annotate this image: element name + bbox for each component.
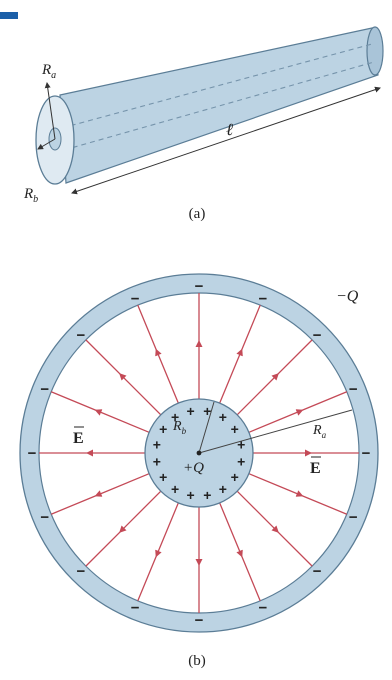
plus-charge: + xyxy=(231,469,239,485)
caption-b: (b) xyxy=(188,653,206,669)
field-label-right: E xyxy=(310,460,321,477)
field-line-inner-12 xyxy=(155,348,179,404)
field-line-inner-3 xyxy=(236,490,279,533)
plus-charge: + xyxy=(237,453,245,469)
field-line-outer-8 xyxy=(50,494,98,515)
minus-charge: − xyxy=(77,563,86,580)
minus-charge: − xyxy=(195,278,204,295)
field-line-inner-16 xyxy=(248,409,304,433)
inner-charge-label: +Q xyxy=(183,460,204,476)
minus-charge: − xyxy=(349,381,358,398)
field-line-outer-10 xyxy=(50,391,98,412)
minus-charge: − xyxy=(195,612,204,629)
length-label: ℓ xyxy=(226,120,233,139)
plus-charge: + xyxy=(187,403,195,419)
caption-a: (a) xyxy=(189,206,206,222)
plus-charge: + xyxy=(203,403,211,419)
field-line-outer-16 xyxy=(300,391,348,412)
minus-charge: − xyxy=(28,445,37,462)
plus-charge: + xyxy=(237,437,245,453)
part-b-outer-radius-label: Ra xyxy=(312,423,327,440)
length-dimension xyxy=(71,86,381,195)
field-line-outer-14 xyxy=(240,304,261,352)
minus-charge: − xyxy=(362,445,371,462)
minus-charge: − xyxy=(40,509,49,526)
minus-charge: − xyxy=(259,291,268,308)
center-dot xyxy=(196,450,202,456)
field-line-outer-7 xyxy=(85,530,122,567)
field-line-inner-7 xyxy=(119,490,162,533)
field-line-inner-8 xyxy=(94,473,150,497)
field-line-outer-3 xyxy=(276,530,313,567)
field-line-outer-11 xyxy=(85,339,122,376)
part-b-inner-radius-label: Rb xyxy=(172,419,187,436)
minus-charge: − xyxy=(259,599,268,616)
field-label-left: E xyxy=(73,430,84,447)
minus-charge: − xyxy=(77,327,86,344)
plus-charge: + xyxy=(171,481,179,497)
field-line-inner-11 xyxy=(119,373,162,416)
cylinder-far-end xyxy=(366,26,384,76)
part-a-outer-radius-label: Rb xyxy=(23,186,38,205)
plus-charge: + xyxy=(187,487,195,503)
outer-radius-arrow xyxy=(37,138,56,150)
field-line-outer-15 xyxy=(276,339,313,376)
part-a-inner-radius-label: Ra xyxy=(41,62,56,81)
cross-section-diagram: ++++++++++++++++ −−−−−−−−−−−−−−−− Rb Ra … xyxy=(19,273,379,669)
minus-charge: − xyxy=(349,509,358,526)
outer-charges: − − − − − − − − − − − − − − − − xyxy=(28,278,371,629)
outer-radius-line xyxy=(198,409,353,454)
plus-charge: + xyxy=(219,409,227,425)
cylinder-body xyxy=(59,27,379,184)
field-line-inner-2 xyxy=(248,473,304,497)
inner-radius-arrow xyxy=(44,82,56,140)
field-line-inner-6 xyxy=(155,502,179,558)
plus-charge: + xyxy=(203,487,211,503)
minus-charge: − xyxy=(131,291,140,308)
plus-charge: + xyxy=(231,421,239,437)
plus-charge: + xyxy=(159,421,167,437)
minus-charge: − xyxy=(40,381,49,398)
plus-charge: + xyxy=(153,437,161,453)
inner-radius-line xyxy=(198,401,215,454)
plus-charge: + xyxy=(171,409,179,425)
field-line-inner-14 xyxy=(219,348,243,404)
plus-charge: + xyxy=(159,469,167,485)
field-line-outer-12 xyxy=(137,304,158,352)
plus-charge: + xyxy=(153,453,161,469)
cylinder-diagram: Ra Rb ℓ (a) xyxy=(23,26,384,222)
plus-charge: + xyxy=(219,481,227,497)
field-line-inner-4 xyxy=(219,502,243,558)
field-line-inner-10 xyxy=(94,409,150,433)
field-line-outer-4 xyxy=(240,554,261,602)
inner-charges: ++++++++++++++++ xyxy=(153,403,246,503)
field-lines xyxy=(39,293,359,613)
accent-bar xyxy=(0,12,18,19)
outer-charge-label: −Q xyxy=(336,288,359,305)
field-line-outer-2 xyxy=(300,494,348,515)
field-line-inner-15 xyxy=(236,373,279,416)
minus-charge: − xyxy=(131,599,140,616)
minus-charge: − xyxy=(313,327,322,344)
field-line-outer-6 xyxy=(137,554,158,602)
minus-charge: − xyxy=(313,563,322,580)
